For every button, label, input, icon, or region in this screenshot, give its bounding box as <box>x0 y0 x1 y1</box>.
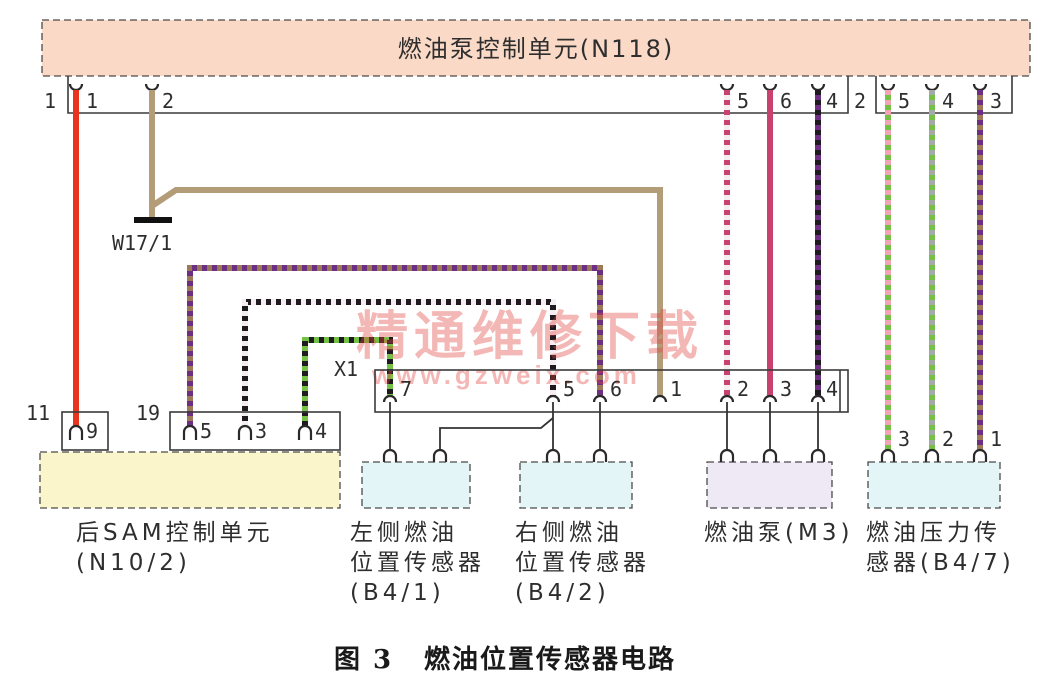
watermark-url: www.gzweix.com <box>371 360 641 390</box>
connector-19-pin-label: 5 <box>200 419 212 443</box>
connector-2-outline <box>875 76 1013 114</box>
ground-point-bar <box>134 217 172 223</box>
left-sensor-label: 位置传感器 <box>350 550 485 576</box>
fuel-pressure-sensor-label: 感器(B4/7) <box>866 550 1015 576</box>
fuel-pressure-sensor-pin-label: 1 <box>990 427 1002 451</box>
connector-x1-pin-label: 3 <box>780 377 792 401</box>
connector-x1-pin-label: 4 <box>826 377 838 401</box>
figure-number: 图 3 <box>334 645 393 675</box>
left-fuel-level-sensor-box <box>361 461 471 509</box>
left-sensor-label: 左侧燃油 <box>350 520 458 546</box>
wire-brown-purple-sam-pin5-to-x1-pin6 <box>187 265 603 426</box>
connector-x1-outline <box>374 369 849 413</box>
fuel-pressure-sensor-label: 燃油压力传 <box>866 520 1001 546</box>
connector-1-pin-label: 2 <box>162 89 174 113</box>
rear-sam-pin-sockets <box>68 424 313 440</box>
connector-11-pin-label: 9 <box>86 419 98 443</box>
figure-title: 燃油位置传感器电路 <box>424 644 676 675</box>
watermark: 精通维修下载 www.gzweix.com <box>356 308 704 390</box>
wire-tan-n118-pin2-ground-and-x1-pin1 <box>149 90 663 396</box>
fuel-pressure-sensor-pin-label: 3 <box>898 427 910 451</box>
connector-19-pin-label: 4 <box>315 419 327 443</box>
connector-19-id: 19 <box>136 401 160 425</box>
watermark-text: 精通维修下载 <box>356 308 704 366</box>
wire-x1-pin5-branch-to-left-sensor <box>439 417 554 450</box>
connector-1-pin-label: 5 <box>737 89 749 113</box>
right-sensor-label: 位置传感器 <box>515 550 650 576</box>
rear-sam-label: 后SAM控制单元 <box>76 520 274 546</box>
connector-x1-pin-label: 6 <box>610 377 622 401</box>
connector-1-outline <box>67 76 849 114</box>
connector-2-pin-label: 3 <box>990 89 1002 113</box>
connector-19-outline <box>169 411 341 451</box>
rear-sam-code: (N10/2) <box>76 550 191 576</box>
right-sensor-label: 右侧燃油 <box>515 520 623 546</box>
connector-x1-pin-label: 7 <box>400 377 412 401</box>
right-sensor-code: (B4/2) <box>515 580 610 606</box>
connector-19-pin-label: 3 <box>255 419 267 443</box>
connector-2-pin-label: 4 <box>942 89 954 113</box>
connector-1-pin-label: 6 <box>780 89 792 113</box>
connector-x1-pin-sockets <box>382 394 826 403</box>
connector-1-pin-label: 4 <box>826 89 838 113</box>
n118-unit-box <box>41 19 1031 77</box>
right-fuel-level-sensor-box <box>519 461 633 509</box>
ground-point-label: W17/1 <box>112 231 172 255</box>
connector-x1-pin-label: 1 <box>670 377 682 401</box>
connector-2-pin-label: 5 <box>898 89 910 113</box>
rear-sam-unit-box <box>39 451 341 509</box>
fuel-pump-box <box>706 461 833 509</box>
connector-11-outline <box>61 411 109 451</box>
connector-1-pin-label: 1 <box>86 89 98 113</box>
connector-x1-id: X1 <box>334 357 358 381</box>
component-pin-sockets <box>382 448 988 462</box>
wire-black-white-sam-pin3-to-x1-pin5 <box>242 299 556 426</box>
connector-11-id: 11 <box>26 401 50 425</box>
fuel-pump-label: 燃油泵(M3) <box>704 520 853 546</box>
left-sensor-code: (B4/1) <box>350 580 445 606</box>
n118-unit-label: 燃油泵控制单元(N118) <box>398 35 675 63</box>
fuel-pressure-sensor-box <box>867 461 1001 509</box>
connector-2-id: 2 <box>854 89 866 113</box>
connector-1-id: 1 <box>44 89 56 113</box>
connector-x1-pin-label: 2 <box>737 377 749 401</box>
connector-x1-pin-label: 5 <box>563 377 575 401</box>
wire-green-black-sam-pin4-to-x1-pin7 <box>302 337 393 426</box>
fuel-pressure-sensor-pin-label: 2 <box>942 427 954 451</box>
